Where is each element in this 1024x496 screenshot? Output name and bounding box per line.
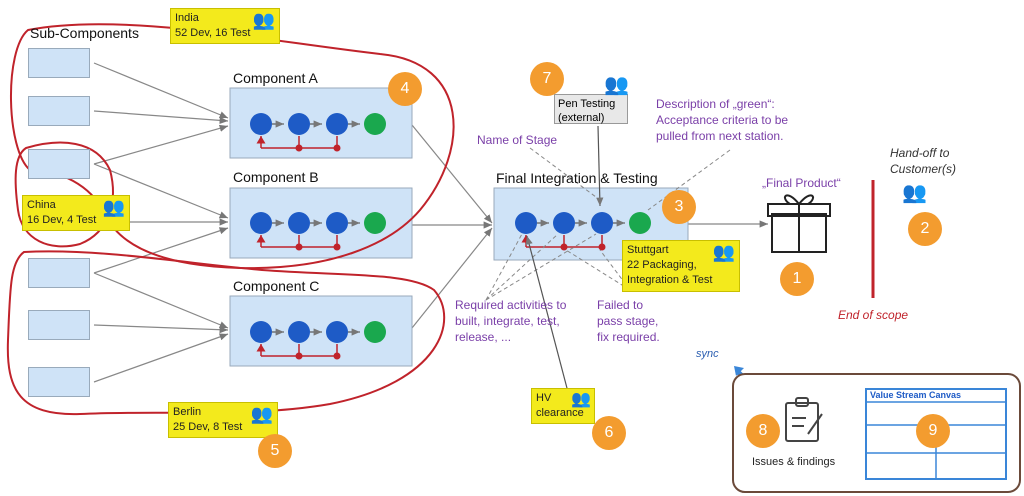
issues-findings-label: Issues & findings bbox=[752, 456, 836, 468]
team-icon: 👥 bbox=[250, 404, 273, 424]
pen-testing-box: Pen Testing(external) bbox=[554, 94, 628, 124]
value-stream-canvas-title: Value Stream Canvas bbox=[870, 390, 962, 400]
pipeline-b bbox=[250, 212, 386, 251]
subcomponent-box bbox=[28, 149, 90, 179]
badge-7: 7 bbox=[530, 62, 564, 96]
component-c-heading: Component C bbox=[233, 278, 320, 294]
subcomponent-box bbox=[28, 96, 90, 126]
name-of-stage-label: Name of Stage bbox=[477, 133, 558, 147]
badge-1: 1 bbox=[780, 262, 814, 296]
hv-arrow bbox=[525, 235, 569, 393]
component-a-heading: Component A bbox=[233, 70, 318, 86]
sync-label: sync bbox=[696, 348, 719, 360]
handoff-label: Hand-off to Customer(s) bbox=[890, 146, 957, 176]
badge-5: 5 bbox=[258, 434, 292, 468]
badge-9: 9 bbox=[916, 414, 950, 448]
china-team-loop bbox=[14, 141, 114, 248]
component-b-heading: Component B bbox=[233, 169, 319, 185]
team-icon: 👥 bbox=[102, 197, 125, 217]
subcomponent-box bbox=[28, 258, 90, 288]
pipeline-a bbox=[250, 113, 386, 152]
pen-test-arrow bbox=[596, 125, 604, 207]
team-icon: 👥 bbox=[571, 391, 591, 408]
sub-components-heading: Sub-Components bbox=[30, 25, 139, 41]
badge-2: 2 bbox=[908, 212, 942, 246]
failed-to-pass-label: Failed to pass stage, fix required. bbox=[597, 298, 660, 344]
pipeline-final bbox=[515, 212, 651, 251]
subcomponent-box bbox=[28, 310, 90, 340]
subcomponent-box bbox=[28, 48, 90, 78]
handoff-team-icon: 👥 bbox=[902, 182, 927, 204]
subcomponent-arrows bbox=[93, 62, 768, 383]
pen-testing-team-icon: 👥 bbox=[604, 74, 629, 96]
badge-8: 8 bbox=[746, 414, 780, 448]
end-of-scope-label: End of scope bbox=[838, 308, 909, 322]
subcomponent-box bbox=[28, 367, 90, 397]
berlin-team-loop bbox=[6, 250, 446, 416]
pipeline-c bbox=[250, 321, 386, 360]
final-product-label: „Final Product“ bbox=[762, 176, 841, 190]
clipboard-icon bbox=[785, 397, 823, 442]
gift-icon bbox=[767, 194, 831, 253]
team-icon: 👥 bbox=[712, 242, 735, 262]
required-activities-label: Required activities to built, integrate,… bbox=[455, 298, 567, 344]
team-icon: 👥 bbox=[252, 10, 275, 30]
badge-4: 4 bbox=[388, 72, 422, 106]
badge-3: 3 bbox=[662, 190, 696, 224]
green-description-label: Description of „green“: Acceptance crite… bbox=[656, 97, 789, 143]
final-integration-heading: Final Integration & Testing bbox=[496, 170, 658, 186]
badge-6: 6 bbox=[592, 416, 626, 450]
